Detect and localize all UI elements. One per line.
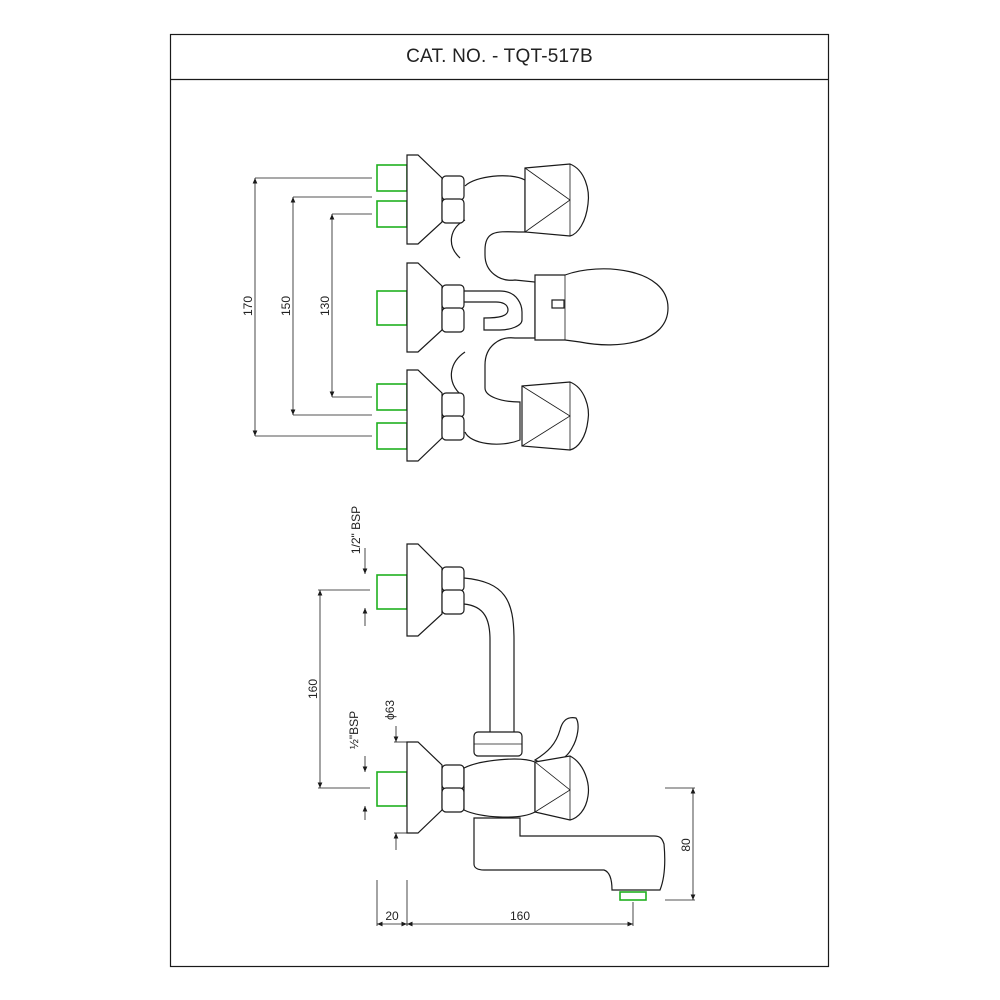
side-inlet-lower	[376, 771, 408, 807]
inlet-top-a	[376, 164, 408, 192]
thread-bottom-label: ½"BSP	[347, 711, 361, 749]
side-nut-lower-2	[441, 787, 465, 813]
inlet-bottom-b	[376, 422, 408, 450]
dia-63-label: ϕ63	[383, 700, 397, 720]
dim-label-130: 130	[318, 296, 332, 316]
spout-aerator	[619, 891, 647, 901]
side-nut-upper-2	[441, 589, 465, 615]
flange-middle	[406, 262, 443, 353]
hex-nut-middle-2	[441, 307, 465, 333]
handle-bottom-detail	[521, 382, 571, 450]
hex-nut-top-2	[441, 198, 465, 224]
diverter-pin	[551, 299, 565, 309]
drawing-border	[169, 33, 830, 968]
supply-pipe	[463, 577, 515, 732]
diverter-elbow	[464, 290, 523, 331]
hex-nut-bottom-2	[441, 415, 465, 441]
catalog-number-title: CAT. NO. - TQT-517B	[406, 45, 593, 67]
handle-top-detail	[524, 164, 571, 236]
side-flange-lower	[406, 741, 443, 834]
side-view: 1/2" BSP ½"BSP ϕ63 160 80 20 160	[306, 506, 696, 927]
inlet-middle	[376, 290, 408, 326]
dim-label-20: 20	[385, 909, 399, 923]
title-block: CAT. NO. - TQT-517B	[170, 34, 829, 79]
side-mixer-body	[463, 758, 536, 818]
handle-top	[524, 163, 590, 237]
dim-label-80: 80	[679, 838, 693, 852]
side-handle	[534, 755, 590, 821]
top-view: 170 150 130	[241, 154, 669, 462]
dim-label-160-horizontal: 160	[510, 909, 530, 923]
hex-nut-middle-1	[441, 284, 465, 310]
dim-label-150: 150	[279, 296, 293, 316]
side-flange-upper	[406, 543, 443, 637]
hex-nut-bottom-1	[441, 392, 465, 418]
inlet-top-b	[376, 200, 408, 228]
inlet-bottom-a	[376, 383, 408, 411]
hex-nut-top-1	[441, 175, 465, 201]
side-nut-upper-1	[441, 566, 465, 592]
flange-top	[406, 154, 443, 245]
side-nut-lower-1	[441, 764, 465, 790]
side-handle-detail	[534, 756, 571, 820]
thread-top-label: 1/2" BSP	[349, 506, 363, 554]
handle-bottom	[521, 381, 590, 451]
flange-bottom	[406, 369, 443, 462]
spout	[473, 817, 666, 891]
dim-label-160-vertical: 160	[306, 679, 320, 699]
dim-label-170: 170	[241, 296, 255, 316]
diverter-lever	[534, 268, 669, 346]
side-inlet-upper	[376, 574, 408, 610]
